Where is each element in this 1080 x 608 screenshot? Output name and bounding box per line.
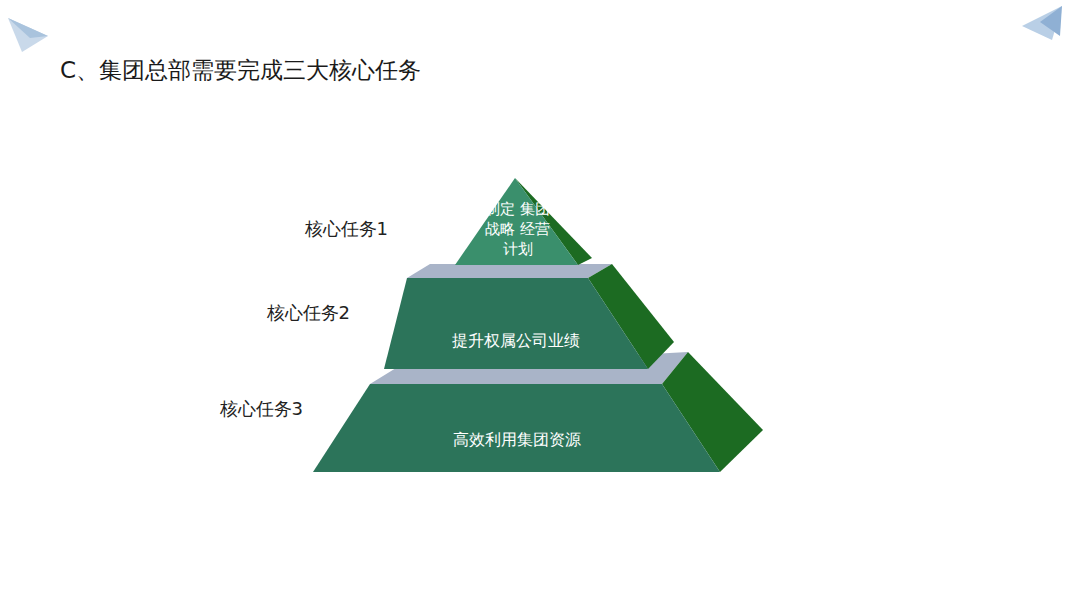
tier-heading: 核心任务3 (220, 397, 303, 421)
tier-text: 提升权属公司业绩 (452, 330, 580, 351)
tier-heading: 核心任务1 (305, 217, 388, 241)
tier-text: 高效利用集团资源 (453, 429, 581, 450)
paper-plane (8, 18, 48, 52)
pyramid-tier: 核心任务2提升权属公司业绩 (384, 300, 648, 382)
pyramid-front-face (384, 278, 648, 369)
pyramid-tier: 核心任务3高效利用集团资源 (313, 398, 720, 482)
paper-plane (1022, 6, 1062, 40)
pyramid-front-face (313, 384, 720, 472)
slide-title: C、集团总部需要完成三大核心任务 (60, 55, 421, 86)
tier-text: 制定 集团战略 经营计划 (485, 200, 551, 260)
tier-heading: 核心任务2 (267, 301, 350, 325)
pyramid-tier: 核心任务1制定 集团战略 经营计划 (455, 188, 580, 272)
pyramid-top-face (407, 264, 612, 278)
pyramid-front-face (455, 178, 578, 265)
